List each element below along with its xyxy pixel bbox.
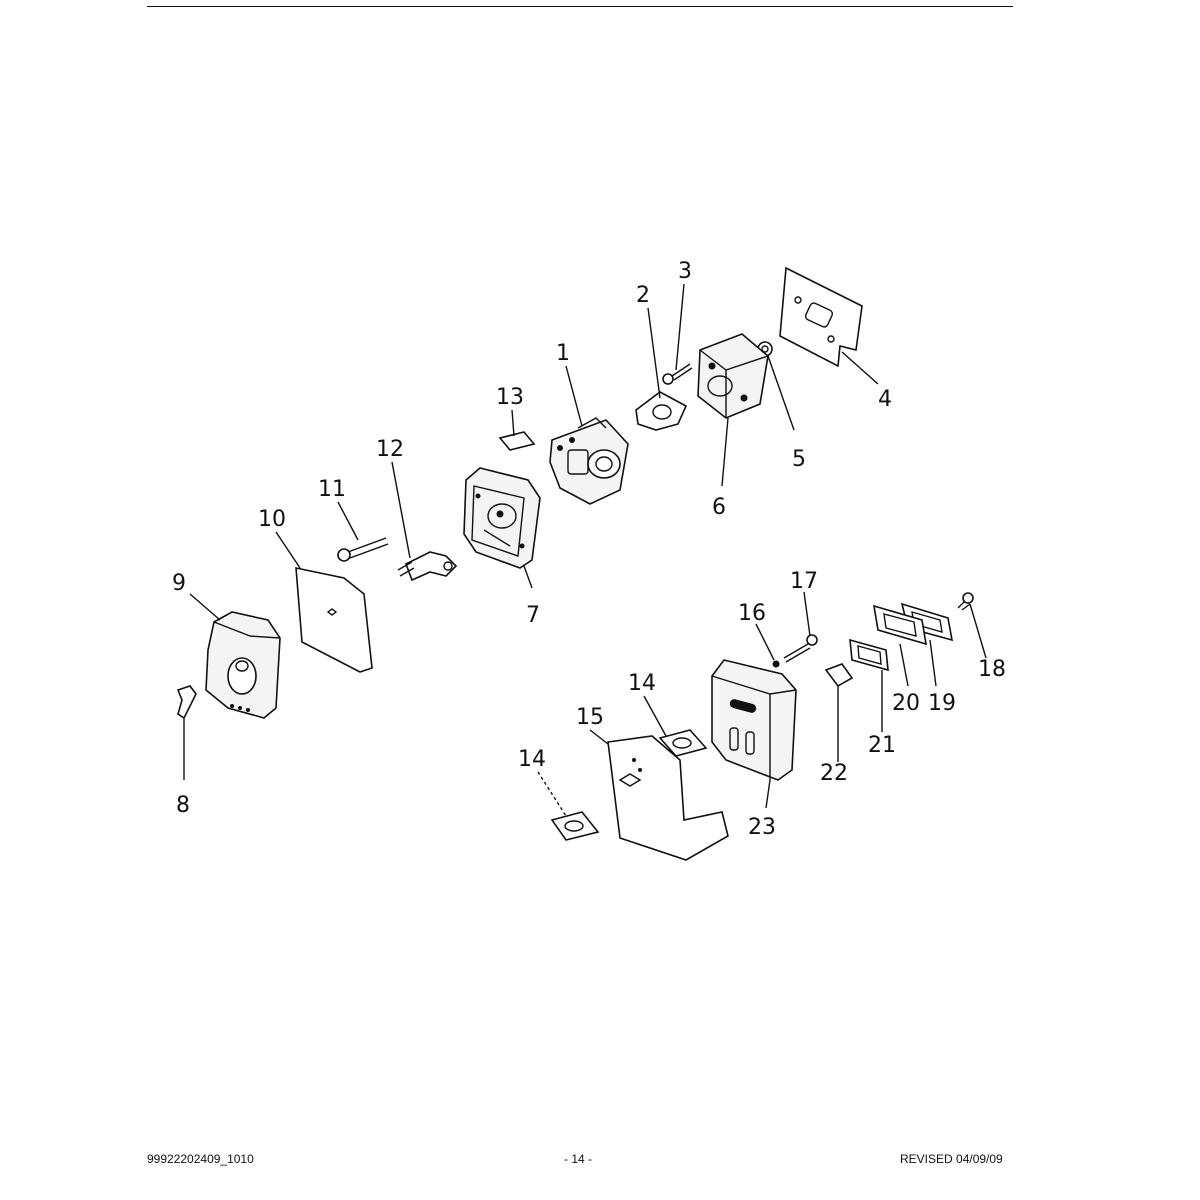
part-17-bolt [783,634,818,663]
label-14-upper: 14 [628,671,656,696]
part-4-gasket [779,266,863,368]
label-4: 4 [878,387,892,412]
part-21-gasket [849,638,889,672]
label-19: 19 [928,691,956,716]
label-7: 7 [526,603,540,628]
part-11-bolt [337,537,389,562]
label-12: 12 [376,437,404,462]
label-23: 23 [748,815,776,840]
part-22-plate [824,663,854,688]
part-7-filter-base [463,467,541,569]
label-15: 15 [576,705,604,730]
leader-lines [183,283,987,817]
header-rule [147,6,1013,7]
label-18: 18 [978,657,1006,682]
label-10: 10 [258,507,286,532]
part-1-carburetor [549,417,629,505]
label-3: 3 [678,259,692,284]
part-15-heat-shield [607,735,729,861]
part-10-filter-element [295,566,373,673]
label-9: 9 [172,571,186,596]
part-3-screw [662,363,693,385]
part-16-washer [772,660,780,668]
label-1: 1 [556,341,570,366]
callout-labels: 1 2 3 4 5 6 7 8 9 10 11 12 13 14 14 15 1… [172,259,1006,840]
footer-revised-date: REVISED 04/09/09 [900,1152,1003,1166]
label-21: 21 [868,733,896,758]
footer-page-number: - 14 - [564,1152,593,1166]
part-12-bracket [397,551,458,582]
part-14-gasket-lower [550,811,600,841]
label-22: 22 [820,761,848,786]
part-18-bolt [957,592,974,611]
part-6-insulator [697,333,769,419]
part-9-filter-cover [205,611,281,719]
label-6: 6 [712,495,726,520]
part-2-gasket [635,391,688,431]
part-23-muffler [711,659,797,781]
label-14-lower: 14 [518,747,546,772]
label-11: 11 [318,477,346,502]
label-20: 20 [892,691,920,716]
label-8: 8 [176,793,190,818]
part-20-gasket [873,604,927,646]
label-16: 16 [738,601,766,626]
label-13: 13 [496,385,524,410]
label-5: 5 [792,447,806,472]
part-13-filter-strip [498,431,536,451]
footer-doc-number: 99922202409_1010 [147,1152,254,1166]
part-8-knob [176,685,197,720]
label-2: 2 [636,283,650,308]
label-17: 17 [790,569,818,594]
part-14-gasket-upper [658,729,708,757]
